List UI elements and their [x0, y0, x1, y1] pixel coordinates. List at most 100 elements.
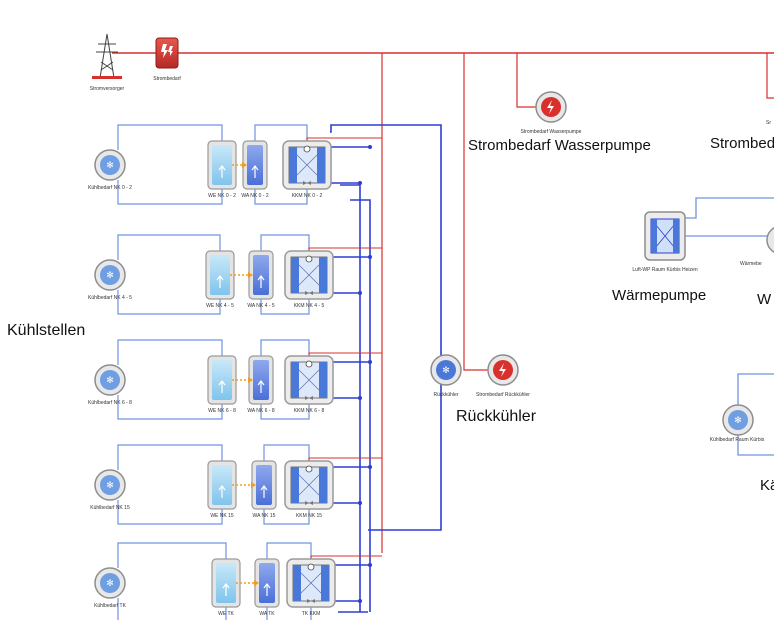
snowflake-glyph: ✻: [106, 270, 114, 280]
chiller-return-bottom: [260, 402, 310, 420]
valve-icon: [305, 465, 313, 473]
wa-label: WA NK 6 - 8: [247, 408, 275, 414]
return-pipe-bottom: [117, 290, 221, 315]
strombedarf-node[interactable]: Strombedarf: [153, 37, 181, 82]
cooling-row[interactable]: ✻ Kühlbedarf NK 15 WE NK 15 WA NK 15 KKM NK …: [90, 444, 382, 525]
demand-label: Kühlbedarf NK 4 - 5: [88, 295, 132, 301]
arrow-up-icon: [260, 485, 268, 498]
svg-text:✻: ✻: [734, 415, 742, 425]
junction-dot: [368, 465, 372, 469]
strombedarf-wasserpumpe-small: Strombedarf Wasserpumpe: [521, 129, 582, 135]
snowflake-icon: [436, 360, 456, 380]
power-bus: [112, 52, 774, 108]
rueckkuehler-node[interactable]: ✻ Rückkühler: [430, 354, 462, 398]
chiller-return-top: [263, 444, 310, 463]
wa-label: WA TK: [259, 611, 275, 617]
arrow-up-icon: [251, 165, 259, 178]
junction-dot: [358, 501, 362, 505]
kkm-label: KKM NK 0 - 2: [292, 193, 323, 199]
arrow-up-icon: [263, 583, 271, 596]
strombedarf-label: Strombedarf: [153, 76, 181, 82]
valve-icon: [305, 360, 313, 368]
kkm-label: TK KKM: [302, 611, 321, 617]
arrow-up-icon: [222, 583, 230, 596]
we-label: WE NK 6 - 8: [208, 408, 236, 414]
junction-dot: [358, 181, 362, 185]
we-label: WE NK 15: [210, 513, 234, 519]
demand-label: Kühlbedarf NK 15: [90, 505, 130, 511]
expansion-valve-icon: [305, 501, 313, 505]
chiller-return-top: [260, 234, 310, 253]
strombedarf-rueckkuehler-label: Strombedarf Rückkühler: [476, 392, 530, 398]
arrow-up-icon: [218, 165, 226, 178]
snowflake-icon: [728, 410, 748, 430]
kkm-label: KKM NK 15: [296, 513, 322, 519]
strombedarf-wasserpumpe-title: Strombedarf Wasserpumpe: [468, 137, 651, 154]
wa-label: WA NK 4 - 5: [247, 303, 275, 309]
chiller-coil-right: [319, 257, 327, 293]
return-pipe-bottom: [117, 598, 227, 620]
kuehlstellen-title: Kühlstellen: [7, 322, 85, 339]
junction-dot: [368, 255, 372, 259]
power-demand-box: [155, 37, 179, 69]
wa-label: WA NK 0 - 2: [241, 193, 269, 199]
chiller-return-top: [254, 124, 308, 143]
wa-label: WA NK 15: [253, 513, 276, 519]
demand-label: Kühlbedarf TK: [94, 603, 127, 609]
rueckkuehler-small-label: Rückkühler: [433, 392, 458, 398]
arrow-up-icon: [216, 275, 224, 288]
chiller-coil-left: [291, 257, 299, 293]
chiller-coil-left: [293, 565, 301, 601]
chiller-return-top: [266, 542, 312, 561]
power-branch-right: [766, 53, 774, 99]
return-pipe-top: [117, 444, 223, 470]
valve-icon: [305, 255, 313, 263]
expansion-valve-icon: [305, 396, 313, 400]
snowflake-glyph: ✻: [106, 375, 114, 385]
power-branch-rueckkuehler: [463, 53, 488, 371]
kuehlbedarf-raum-node[interactable]: ✻ Kühlbedarf Raum Kürbis: [710, 404, 765, 443]
w-cut-title: W: [757, 291, 772, 308]
rueckkuehler-title: Rückkühler: [456, 408, 537, 425]
we-label: WE NK 4 - 5: [206, 303, 234, 309]
expansion-valve-icon: [305, 291, 313, 295]
valve-icon: [303, 145, 311, 153]
strombedarf-wasserpumpe-node[interactable]: Strombedarf Wasserpumpe: [521, 91, 582, 135]
return-pipe-top: [117, 542, 227, 568]
arrow-head-icon: [251, 482, 256, 488]
strombedarf-rueckkuehler-node[interactable]: Strombedarf Rückkühler: [476, 354, 530, 398]
waermebedarf-cut-node: [766, 227, 774, 253]
chiller-return-bottom: [254, 187, 308, 205]
snowflake-glyph: ✻: [106, 480, 114, 490]
junction-dot: [368, 145, 372, 149]
return-pipe-top: [117, 234, 221, 260]
cooling-row[interactable]: ✻ Kühlbedarf NK 4 - 5 WE NK 4 - 5 WA NK 4 -…: [88, 234, 382, 315]
valve-icon: [307, 563, 315, 571]
chiller-coil-right: [321, 565, 329, 601]
arrow-head-icon: [248, 272, 253, 278]
water-riser-a: [350, 199, 371, 612]
chiller-coil-right: [317, 147, 325, 183]
snowflake-icon: [100, 475, 120, 495]
transmission-tower-icon: [92, 33, 122, 79]
connections: [330, 53, 488, 613]
junction-dot: [358, 599, 362, 603]
snowflake-icon: [100, 265, 120, 285]
arrow-head-icon: [254, 580, 259, 586]
waermepumpe-node[interactable]: Luft-WP Raum Kürbis Heizen: [632, 211, 698, 273]
chiller-coil-left: [291, 362, 299, 398]
return-pipe-top: [117, 124, 223, 150]
snowflake-icon: [100, 155, 120, 175]
chiller-return-bottom: [260, 297, 310, 315]
chiller-return-bottom: [263, 507, 310, 525]
grid-supplier[interactable]: Stromversorger: [90, 33, 125, 92]
grid-supplier-label: Stromversorger: [90, 86, 125, 92]
arrow-up-icon: [218, 485, 226, 498]
we-label: WE TK: [218, 611, 234, 617]
water-loop-outer: [330, 124, 442, 531]
chiller-coil-right: [319, 362, 327, 398]
